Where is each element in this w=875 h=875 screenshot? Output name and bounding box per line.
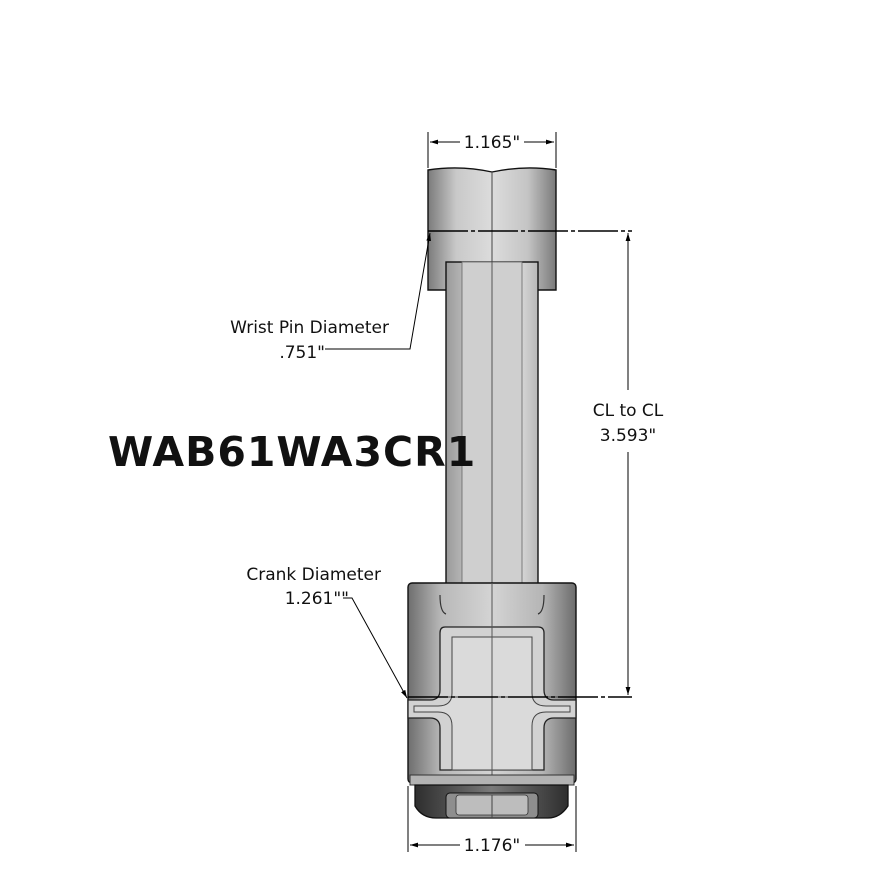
crank-value: 1.261"" (285, 589, 349, 609)
big-end (407, 582, 577, 786)
part-number: WAB61WA3CR1 (108, 428, 476, 476)
cl-to-cl-label: CL to CL (593, 401, 664, 421)
wrist-pin-value: .751" (279, 343, 325, 363)
cl-to-cl-value: 3.593" (600, 426, 657, 446)
rod-beam (445, 261, 539, 615)
bottom-width-label: 1.176" (464, 836, 521, 856)
center-to-center-dimension: CL to CL 3.593" (408, 230, 664, 698)
wrist-pin-callout: Wrist Pin Diameter .751" (230, 232, 432, 363)
crank-callout: Crank Diameter 1.261"" (246, 565, 408, 699)
crank-label: Crank Diameter (246, 565, 381, 585)
top-width-dimension: 1.165" (427, 132, 557, 168)
rod-cap (414, 784, 569, 819)
top-width-label: 1.165" (464, 133, 521, 153)
wrist-pin-label: Wrist Pin Diameter (230, 318, 389, 338)
bottom-width-dimension: 1.176" (407, 786, 577, 856)
